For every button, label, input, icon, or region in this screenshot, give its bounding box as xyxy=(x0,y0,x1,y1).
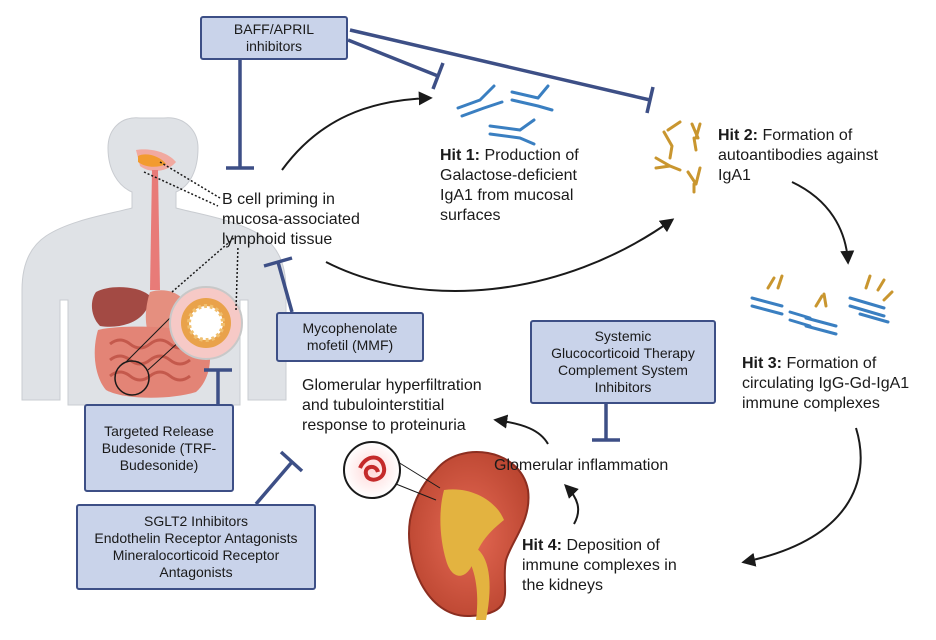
label-line: Formation of xyxy=(758,127,853,144)
hyperfiltration-label: Glomerular hyperfiltration and tubuloint… xyxy=(302,376,482,436)
inhibit-baff-to-hit1 xyxy=(347,38,439,78)
intestine-cross-section xyxy=(169,286,243,360)
glomerulus-zoom xyxy=(343,441,401,499)
label-line: IgA1 xyxy=(718,167,751,184)
label-line: B cell priming in xyxy=(222,191,335,208)
box-line: Mineralocorticoid Receptor xyxy=(112,547,280,563)
liver xyxy=(91,287,150,327)
box-line: mofetil (MMF) xyxy=(306,337,394,353)
process-arrows xyxy=(281,91,862,567)
box-line: Antagonists xyxy=(159,564,233,580)
box-line: BAFF/APRIL xyxy=(233,21,315,37)
box-line: inhibitors xyxy=(245,38,303,54)
arrow-bcell-to-hit1 xyxy=(281,91,433,171)
arrow-hit3-to-hit4 xyxy=(741,427,862,567)
hit4-label: Hit 4: Deposition of immune complexes in… xyxy=(522,536,677,596)
human-body-illustration xyxy=(21,117,287,406)
inhibit-baff-to-hit2 xyxy=(349,28,651,102)
inhibition-lines xyxy=(204,28,655,506)
box-line: Complement System xyxy=(558,362,688,378)
box-line: Endothelin Receptor Antagonists xyxy=(94,530,298,546)
label-line: Formation of xyxy=(782,355,877,372)
tongue xyxy=(138,154,166,167)
immune-complexes-hit3 xyxy=(750,274,894,336)
esophagus xyxy=(150,170,160,290)
arrow-hit4-to-inflammation xyxy=(564,484,580,525)
arrow-inflammation-to-hyperfiltration xyxy=(493,414,549,445)
label-line: IgA1 from mucosal xyxy=(440,187,574,204)
kidney-illustration xyxy=(343,441,530,620)
label-line: Deposition of xyxy=(562,537,660,554)
zoom-circle-gut xyxy=(114,360,150,396)
hit4-heading: Hit 4: xyxy=(522,537,562,554)
trf-budesonide-box: Targeted Release Budesonide (TRF- Budeso… xyxy=(84,404,234,492)
hit1-label: Hit 1: Production of Galactose-deficient… xyxy=(440,146,579,226)
bcell-priming-label: B cell priming in mucosa-associated lymp… xyxy=(222,190,360,250)
sglt2-era-mra-box: SGLT2 Inhibitors Endothelin Receptor Ant… xyxy=(76,504,316,590)
label-line: immune complexes in xyxy=(522,557,677,574)
glomerular-inflammation-label: Glomerular inflammation xyxy=(494,456,668,476)
label-line: response to proteinuria xyxy=(302,417,466,434)
label-line: circulating IgG-Gd-IgA1 xyxy=(742,375,910,392)
iga1-antibodies-hit1 xyxy=(456,84,554,146)
label-line: Production of xyxy=(480,147,579,164)
hit3-heading: Hit 3: xyxy=(742,355,782,372)
baff-april-inhibitors-box: BAFF/APRIL inhibitors xyxy=(200,16,348,60)
hit2-label: Hit 2: Formation of autoantibodies again… xyxy=(718,126,878,186)
box-line: Mycophenolate xyxy=(302,320,398,336)
arrow-hit2-to-hit3 xyxy=(791,181,855,265)
label-line: Glomerular inflammation xyxy=(494,457,669,474)
box-line: Budesonide (TRF- xyxy=(101,439,217,456)
glucocorticoid-complement-box: Systemic Glucocorticoid Therapy Compleme… xyxy=(530,320,716,404)
intestine-folds xyxy=(109,338,191,382)
label-line: lymphoid tissue xyxy=(222,231,333,248)
label-line: the kidneys xyxy=(522,577,603,594)
box-line: SGLT2 Inhibitors xyxy=(143,513,248,529)
arrow-bcell-to-hit2 xyxy=(325,218,675,292)
hit3-label: Hit 3: Formation of circulating IgG-Gd-I… xyxy=(742,354,909,414)
box-line: Inhibitors xyxy=(594,379,652,395)
box-line: Glucocorticoid Therapy xyxy=(551,345,695,361)
hit2-heading: Hit 2: xyxy=(718,127,758,144)
label-line: Galactose-deficient xyxy=(440,167,577,184)
box-line: Targeted Release xyxy=(104,422,214,439)
hit1-heading: Hit 1: xyxy=(440,147,480,164)
box-line: Systemic xyxy=(594,328,652,344)
inhibit-sglt2-to-kidney xyxy=(254,460,294,506)
label-line: mucosa-associated xyxy=(222,211,360,228)
box-line: Budesonide) xyxy=(119,456,199,473)
inhibit-mmf-to-bcell xyxy=(276,261,294,313)
label-line: autoantibodies against xyxy=(718,147,879,164)
label-line: immune complexes xyxy=(742,395,880,412)
label-line: Glomerular hyperfiltration xyxy=(302,377,482,394)
mmf-box: Mycophenolate mofetil (MMF) xyxy=(276,312,424,362)
label-line: and tubulointerstitial xyxy=(302,397,445,414)
label-line: surfaces xyxy=(440,207,501,224)
igg-autoantibodies-hit2 xyxy=(654,120,702,194)
